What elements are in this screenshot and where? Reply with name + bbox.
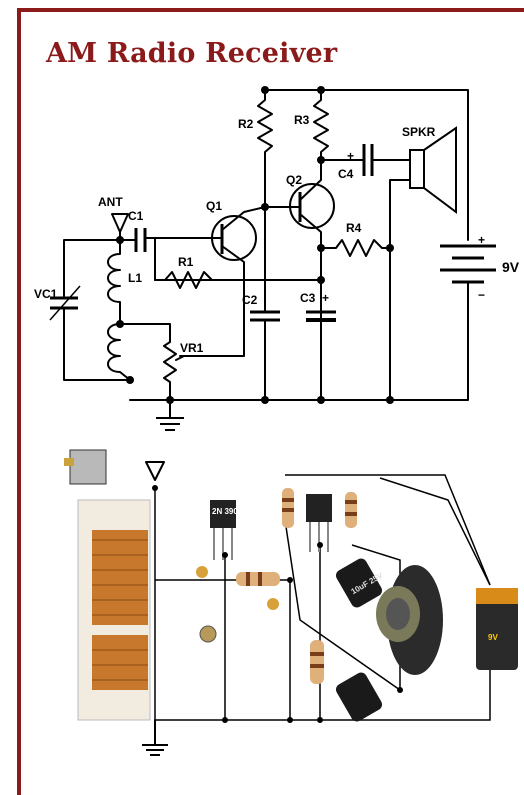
q2-label: Q2 bbox=[286, 173, 302, 187]
q1-emitter bbox=[179, 245, 245, 357]
q2-emitter bbox=[299, 213, 322, 401]
c3-label: C3 bbox=[300, 291, 316, 305]
r2-resistor bbox=[257, 89, 273, 261]
c3-plus: + bbox=[322, 291, 329, 305]
pictorial: 2N 3904 -K 10uF 25V bbox=[64, 449, 518, 756]
ant-label: ANT bbox=[98, 195, 123, 209]
electrolytic-c4 bbox=[335, 672, 383, 722]
svg-text:2N 3904 -K: 2N 3904 -K bbox=[212, 507, 253, 516]
r1-resistor bbox=[154, 237, 241, 289]
page-title: AM Radio Receiver bbox=[46, 38, 338, 69]
spkr-label: SPKR bbox=[402, 125, 436, 139]
q1-collector bbox=[221, 206, 266, 231]
battery-pic-label: 9V bbox=[488, 633, 498, 642]
l1-label: L1 bbox=[128, 271, 142, 285]
c4-plus: + bbox=[347, 149, 354, 163]
transistor-q1: 2N 3904 -K bbox=[210, 500, 253, 560]
battery-plus: + bbox=[478, 233, 485, 247]
vr1-pot bbox=[163, 341, 177, 401]
variable-capacitor bbox=[69, 449, 107, 485]
r4-label: R4 bbox=[346, 221, 362, 235]
q1-label: Q1 bbox=[206, 199, 222, 213]
resistor-r4 bbox=[310, 640, 324, 684]
battery-minus: − bbox=[478, 288, 485, 302]
schematic: + − 9V R2 R3 + C4 SPKR Q2 R bbox=[34, 86, 520, 431]
speaker-icon bbox=[376, 565, 443, 675]
battery-label: 9V bbox=[502, 259, 520, 275]
top-rail bbox=[264, 89, 469, 241]
capacitor-c1 bbox=[196, 566, 208, 578]
battery-icon: 9V bbox=[476, 588, 518, 670]
c2-label: C2 bbox=[242, 293, 258, 307]
r3-resistor bbox=[313, 89, 329, 161]
vr1-label: VR1 bbox=[180, 341, 204, 355]
r1-label: R1 bbox=[178, 255, 194, 269]
r4-resistor bbox=[320, 239, 391, 257]
vc1-lead bbox=[63, 307, 131, 381]
resistor-r3 bbox=[345, 492, 357, 528]
electrolytic-c3: 10uF 25V bbox=[335, 558, 385, 608]
vc1-label: VC1 bbox=[34, 287, 58, 301]
frame-border bbox=[17, 8, 524, 795]
coil-winding-lower bbox=[92, 635, 148, 690]
potentiometer bbox=[199, 625, 217, 643]
l1-coil-lower bbox=[107, 323, 131, 381]
antenna-icon bbox=[145, 461, 165, 481]
r2-label: R2 bbox=[238, 117, 254, 131]
antenna-symbol bbox=[111, 213, 129, 233]
speaker-return bbox=[389, 179, 411, 401]
l1-coil bbox=[107, 239, 121, 325]
coil-winding-upper bbox=[92, 530, 148, 625]
battery-symbol: + − 9V bbox=[440, 233, 520, 302]
r3-label: R3 bbox=[294, 113, 310, 127]
capacitor-c2 bbox=[267, 598, 279, 610]
q2-collector bbox=[299, 159, 322, 201]
c4-label: C4 bbox=[338, 167, 354, 181]
c1-label: C1 bbox=[128, 209, 144, 223]
speaker-symbol: SPKR bbox=[402, 125, 457, 214]
ground-rail bbox=[129, 281, 469, 401]
